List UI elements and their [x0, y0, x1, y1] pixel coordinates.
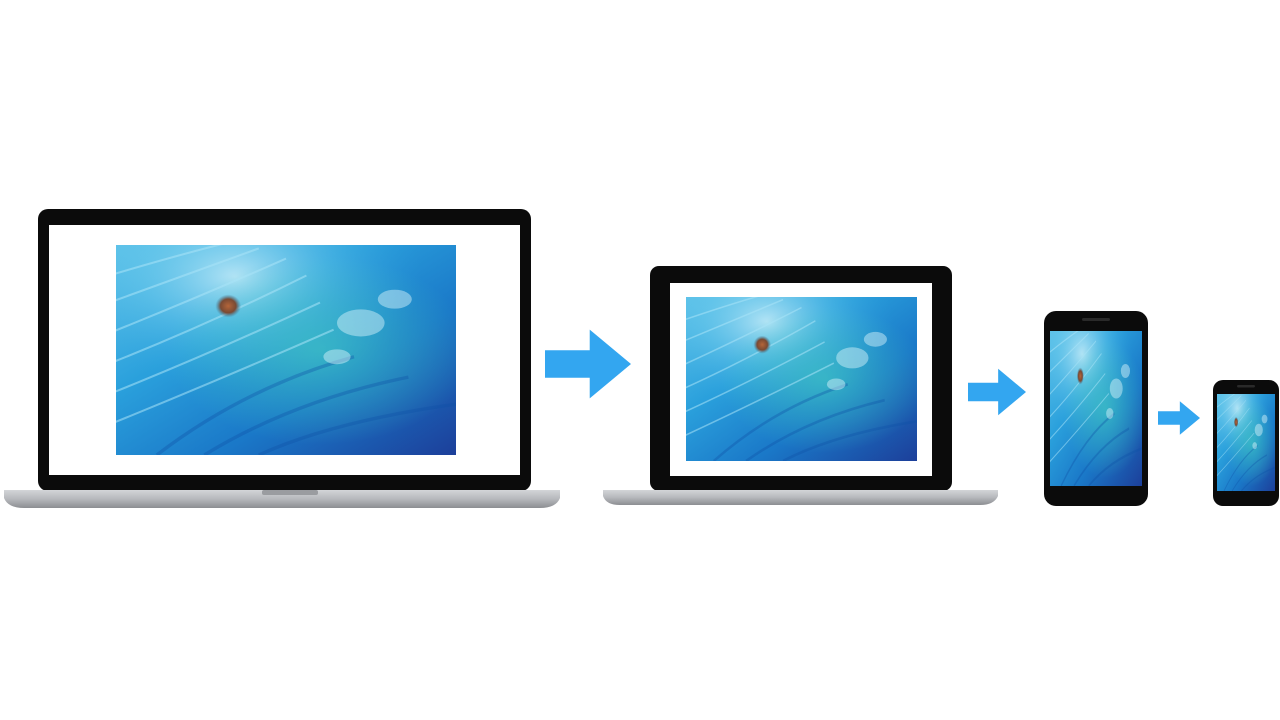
- right-arrow-icon: [545, 330, 631, 399]
- laptop-large-base: [4, 490, 560, 508]
- phone-small-wallpaper: [1217, 394, 1275, 491]
- right-arrow-icon: [1158, 401, 1200, 435]
- laptop-small: [603, 266, 998, 505]
- phone-large-speaker: [1082, 318, 1110, 321]
- laptop-large: [4, 209, 560, 508]
- laptop-small-base: [603, 490, 998, 505]
- laptop-small-wallpaper: [686, 297, 917, 461]
- phone-small-speaker: [1237, 385, 1255, 388]
- laptop-large-wallpaper: [116, 245, 456, 455]
- laptop-large-notch: [262, 490, 318, 495]
- phone-large-wallpaper: [1050, 331, 1142, 486]
- phone-small: [1213, 380, 1279, 506]
- phone-large: [1044, 311, 1148, 506]
- right-arrow-icon: [968, 369, 1026, 415]
